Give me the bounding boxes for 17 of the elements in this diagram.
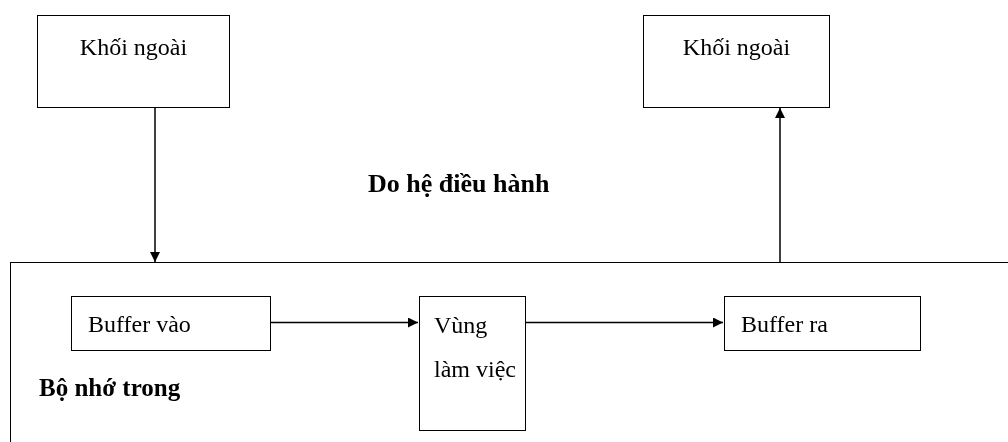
box-label: Buffer vào	[88, 309, 192, 339]
process-box	[643, 15, 830, 108]
arrow	[269, 317, 419, 328]
arrow	[150, 107, 160, 263]
note-text: Do hệ điều hành	[368, 168, 551, 200]
memory-region-box	[10, 262, 1008, 442]
box-label: Buffer ra	[741, 309, 829, 339]
process-box	[37, 15, 230, 108]
arrow	[775, 107, 785, 263]
box-label: Khối ngoài	[79, 33, 188, 62]
process-box	[724, 296, 921, 351]
box-label: Vùng làm việc	[434, 311, 517, 384]
box-label: Khối ngoài	[682, 33, 791, 62]
process-box	[71, 296, 271, 351]
process-box	[419, 296, 526, 431]
arrow	[524, 317, 724, 328]
box-label: Bộ nhớ trong	[39, 373, 181, 403]
